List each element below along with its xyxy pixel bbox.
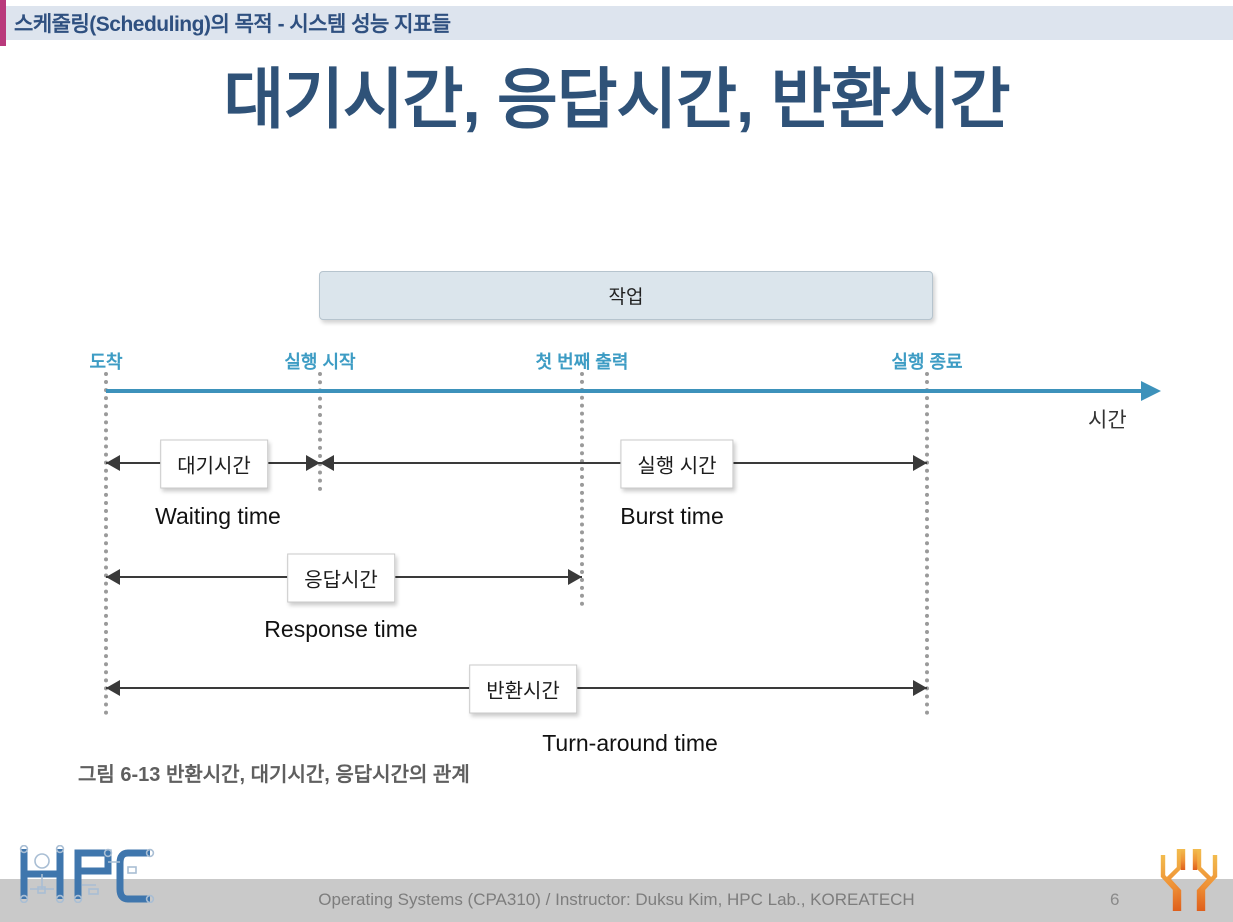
measure-tag-turnaround-time: 반환시간: [469, 664, 577, 714]
arrow-left-burst-time: [320, 455, 334, 471]
header-band: [0, 6, 1233, 40]
event-label-finish: 실행 종료: [891, 352, 963, 372]
measure-en-response-time: Response time: [264, 616, 418, 642]
footer-band: [0, 879, 1233, 922]
guide-line-start: [318, 372, 322, 491]
figure-caption: 그림 6-13 반환시간, 대기시간, 응답시간의 관계: [78, 764, 470, 786]
section-eyebrow: 스케줄링(Scheduling)의 목적 - 시스템 성능 지표들: [14, 13, 451, 36]
footer-course-text: Operating Systems (CPA310) / Instructor:…: [318, 890, 915, 909]
arrow-right-turnaround-time: [913, 680, 927, 696]
job-box: 작업: [319, 271, 933, 320]
job-box-label: 작업: [608, 287, 644, 308]
arrow-right-waiting-time: [306, 455, 320, 471]
event-label-arrival: 도착: [89, 352, 123, 372]
arrow-right-burst-time: [913, 455, 927, 471]
page-number: 6: [1110, 890, 1120, 909]
measure-en-burst-time: Burst time: [620, 503, 724, 529]
hpc-logo: [16, 844, 156, 908]
arrow-right-response-time: [568, 569, 582, 585]
guide-line-first-out: [580, 372, 584, 606]
arrow-left-turnaround-time: [106, 680, 120, 696]
event-label-start: 실행 시작: [284, 352, 356, 372]
arrow-left-waiting-time: [106, 455, 120, 471]
measure-en-waiting-time: Waiting time: [155, 503, 281, 529]
koreatech-logo: [1158, 846, 1220, 919]
guide-line-arrival: [104, 372, 108, 715]
axis-label-time: 시간: [1088, 409, 1127, 432]
guide-line-finish: [925, 372, 929, 715]
measure-tag-response-time: 응답시간: [287, 553, 395, 603]
timeline-arrow-icon: [1141, 381, 1161, 401]
page-title: 대기시간, 응답시간, 반환시간: [223, 62, 1011, 136]
timeline-axis: [106, 389, 1146, 393]
measure-tag-burst-time: 실행 시간: [620, 439, 734, 489]
event-label-first-out: 첫 번째 출력: [535, 352, 629, 372]
measure-tag-waiting-time: 대기시간: [160, 439, 268, 489]
arrow-left-response-time: [106, 569, 120, 585]
measure-en-turnaround-time: Turn-around time: [542, 730, 718, 756]
header-accent-bar: [0, 0, 6, 46]
